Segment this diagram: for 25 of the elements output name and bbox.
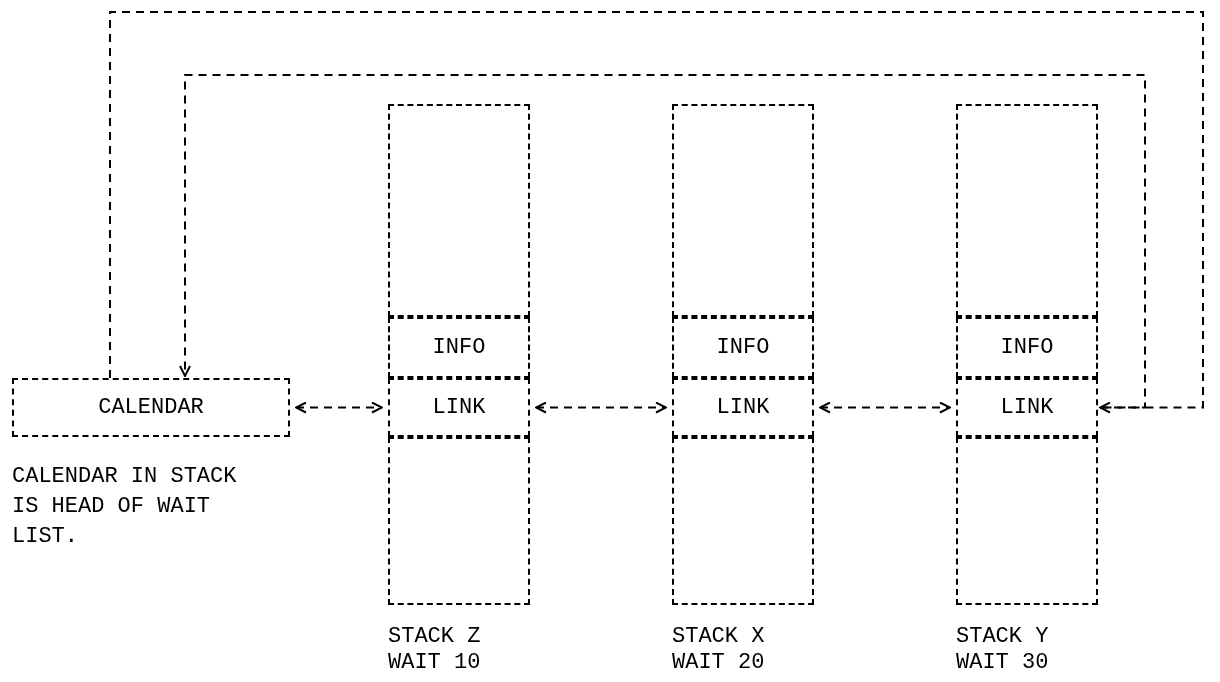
record-cell: LINK (388, 378, 530, 437)
record-cell: LINK (956, 378, 1098, 437)
arrow (819, 401, 951, 414)
empty-cell (672, 104, 814, 317)
arrow (535, 401, 667, 414)
arrow (295, 401, 383, 414)
empty-cell (388, 437, 530, 605)
empty-cell (388, 104, 530, 317)
stack-caption: WAIT 20 (672, 650, 765, 676)
record-cell: INFO (672, 317, 814, 378)
note-text: CALENDAR IN STACK IS HEAD OF WAIT LIST. (12, 463, 238, 551)
stack-caption: STACK Z (388, 624, 481, 650)
empty-cell (956, 437, 1098, 605)
arrow (179, 74, 1146, 409)
stack-caption: WAIT 30 (956, 650, 1049, 676)
empty-cell (672, 437, 814, 605)
record-cell: INFO (956, 317, 1098, 378)
record-cell: INFO (388, 317, 530, 378)
stack-caption: WAIT 10 (388, 650, 481, 676)
arrow (109, 11, 1204, 414)
empty-cell (956, 104, 1098, 317)
stack-caption: STACK X (672, 624, 765, 650)
record-cell: CALENDAR (12, 378, 290, 437)
stack-caption: STACK Y (956, 624, 1049, 650)
record-cell: LINK (672, 378, 814, 437)
